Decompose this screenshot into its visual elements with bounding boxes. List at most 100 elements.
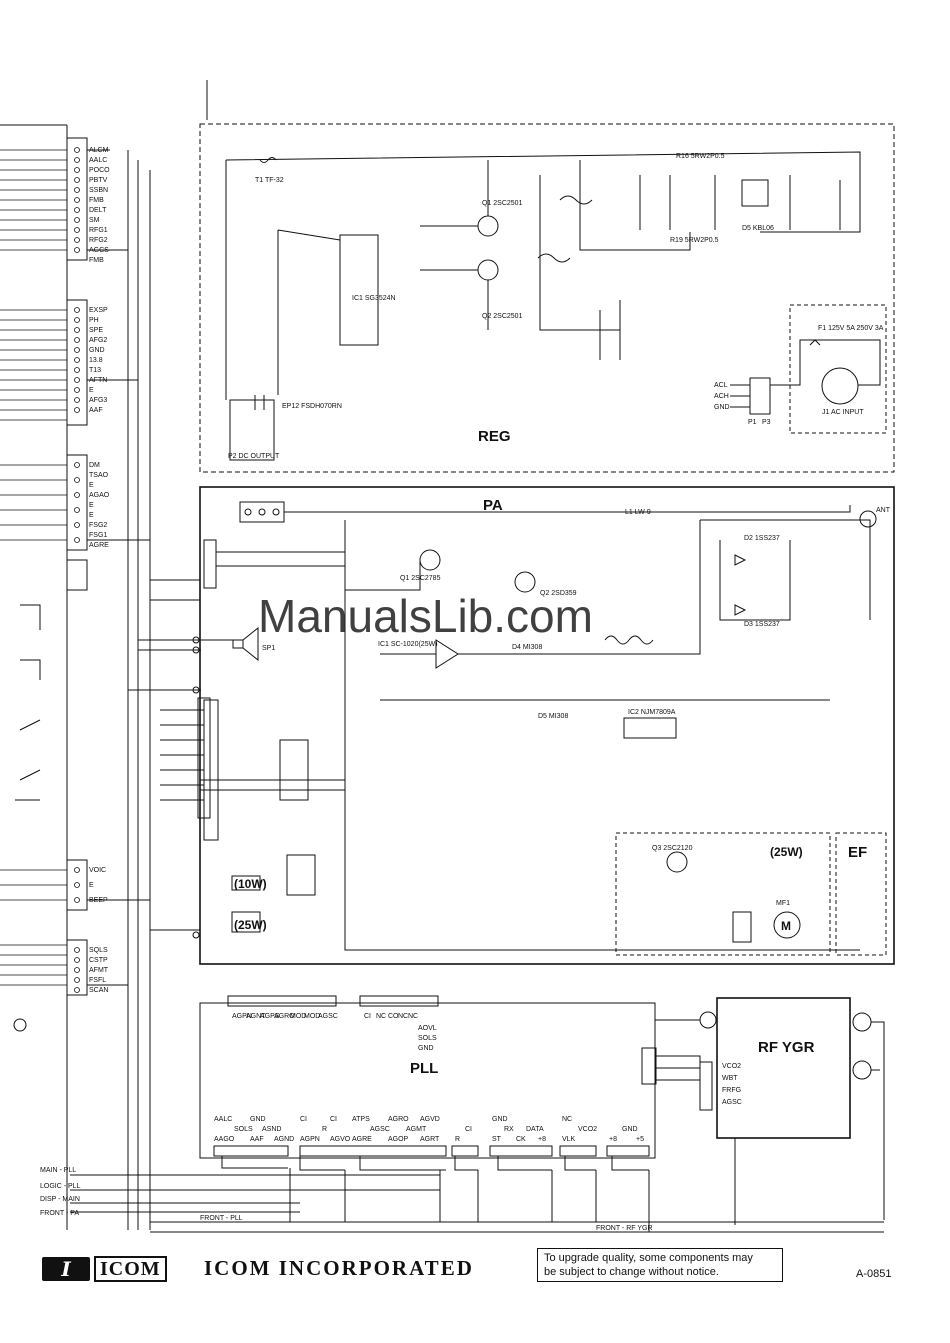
pa-q1-label: Q1 2SC2785 [400, 575, 441, 582]
p3-pin-label: SQLS [89, 947, 108, 954]
pll-top-pin: MOD [290, 1013, 306, 1020]
p3-pin-label: CSTP [89, 957, 108, 964]
pll-bottom-pin: ASND [262, 1126, 281, 1133]
pll-bottom-pin: SOLS [234, 1126, 253, 1133]
pll-bottom-pin: GND [250, 1116, 266, 1123]
pll-bottom-pin: AGRE [352, 1136, 372, 1143]
p9-pin-label: 13.8 [89, 357, 103, 364]
reg-ach-label: ACH [714, 393, 729, 400]
rf-ygr-pin: FRFG [722, 1087, 741, 1094]
pa-ant-label: ANT [876, 507, 891, 514]
pa-sp1-label: SP1 [262, 645, 275, 652]
p9-pin-label: GND [89, 347, 105, 354]
icom-logo: I ICOM [42, 1256, 167, 1282]
pll-bottom-pin: RX [504, 1126, 514, 1133]
pll-bottom-pin: CK [516, 1136, 526, 1143]
label-25w: (25W) [770, 845, 803, 859]
rf-ygr-block-title: RF YGR [758, 1039, 815, 1056]
p7-pin-label: BEEP [89, 897, 108, 904]
reg-r19-label: R19 5RW2P0.5 [670, 237, 719, 244]
icom-logo-mark: I [42, 1257, 90, 1281]
pll-top-pin: AGSC [318, 1013, 338, 1020]
change-notice: To upgrade quality, some components may … [537, 1248, 783, 1282]
pa-mf1-label: MF1 [776, 900, 790, 907]
rf-ygr-pin: VCO2 [722, 1063, 741, 1070]
p13-pin-label: AGAO [89, 492, 110, 499]
pll-bottom-pin: R [322, 1126, 327, 1133]
p1-pin-label: FMB [89, 197, 104, 204]
reg-ac-input-label: J1 AC INPUT [822, 409, 864, 416]
reg-p3-label: P3 [762, 419, 771, 426]
footer: I ICOM ICOM INCORPORATED To upgrade qual… [0, 1244, 950, 1304]
cable-label: MAIN - PLL [40, 1167, 76, 1174]
p9-pin-label: EXSP [89, 307, 108, 314]
change-notice-line-2: be subject to change without notice. [544, 1266, 719, 1278]
pll-bottom-pin: ATPS [352, 1116, 370, 1123]
pa-q3-label: Q3 2SC2120 [652, 845, 693, 852]
pa-d5-label: D5 MI308 [538, 713, 568, 720]
reg-ep12-label: EP12 FSDH070RN [282, 403, 342, 410]
rf-ygr-pin: WBT [722, 1075, 738, 1082]
pll-bottom-pin: AGVD [420, 1116, 440, 1123]
pll-bottom-pin: VCO2 [578, 1126, 597, 1133]
company-name: ICOM INCORPORATED [204, 1256, 474, 1280]
reg-q2-label: Q2 2SC2501 [482, 313, 523, 320]
icom-logo-text: ICOM [94, 1256, 167, 1282]
pll-bottom-pin: +5 [636, 1136, 644, 1143]
pll-bottom-pin: R [455, 1136, 460, 1143]
p1-pin-label: RFG1 [89, 227, 108, 234]
p9-pin-label: E [89, 387, 94, 394]
p9-pin-label: AFG3 [89, 397, 107, 404]
pll-top-pin: GND [418, 1045, 434, 1052]
pll-bottom-pin: DATA [526, 1126, 544, 1133]
pll-top-pin: AOVL [418, 1025, 437, 1032]
p7-pin-label: VOIC [89, 867, 106, 874]
pll-top-pin: NC [408, 1013, 418, 1020]
pll-block-title: PLL [410, 1060, 438, 1077]
p9-pin-label: AAF [89, 407, 103, 414]
pa-d4-label: D4 MI308 [512, 644, 542, 651]
p1-pin-label: PBTV [89, 177, 108, 184]
p1-pin-label: DELT [89, 207, 107, 214]
pll-bottom-pin: GND [492, 1116, 508, 1123]
pll-bottom-pin: AGSC [370, 1126, 390, 1133]
watermark: ManualsLib.com [258, 590, 593, 642]
cable-label: FRONT - PA [40, 1210, 79, 1217]
p9-pin-label: T13 [89, 367, 101, 374]
p7-pin-label: E [89, 882, 94, 889]
pll-bottom-pin: CI [300, 1116, 307, 1123]
pll-bottom-pin: AGOP [388, 1136, 409, 1143]
reg-fuse-label: F1 125V 5A 250V 3A [818, 325, 884, 332]
label-10w: (10W) [234, 877, 267, 891]
pll-bottom-pin: AGRT [420, 1136, 440, 1143]
pll-bottom-pin: AAF [250, 1136, 264, 1143]
pll-bottom-pin: NC [562, 1116, 572, 1123]
p1-pin-label: RFG2 [89, 237, 108, 244]
pa-ic2-label: IC2 NJM7809A [628, 709, 676, 716]
pll-bottom-pin: ST [492, 1136, 502, 1143]
pll-bottom-pin: AAGO [214, 1136, 235, 1143]
pll-bottom-pin: GND [622, 1126, 638, 1133]
pll-bottom-pin: AGPN [300, 1136, 320, 1143]
rf-ygr-pin: AGSC [722, 1099, 742, 1106]
p9-pin-label: SPE [89, 327, 103, 334]
pll-bottom-pin: CI [465, 1126, 472, 1133]
document-code: A-0851 [856, 1268, 892, 1280]
p9-pin-label: AFG2 [89, 337, 107, 344]
p3-pin-label: FSFL [89, 977, 106, 984]
cable-label: FRONT - PLL [200, 1215, 243, 1222]
reg-block-title: REG [478, 428, 511, 445]
reg-p1-label: P1 [748, 419, 757, 426]
pa-block-title: PA [483, 497, 503, 514]
pa-ic1-label: IC1 SC-1020(25W) [378, 641, 438, 648]
cable-label: FRONT - RF YGR [596, 1225, 653, 1232]
p3-pin-label: SCAN [89, 987, 108, 994]
pll-top-pin: NC [398, 1013, 408, 1020]
p1-pin-label: SSBN [89, 187, 108, 194]
pll-bottom-pin: +8 [538, 1136, 546, 1143]
reg-r16-label: R16 5RW2P0.5 [676, 153, 725, 160]
cable-label: LOGIC - PLL [40, 1183, 81, 1190]
reg-dc-output-label: P2 DC OUTPUT [228, 453, 280, 460]
pa-d2-label: D2 1SS237 [744, 535, 780, 542]
